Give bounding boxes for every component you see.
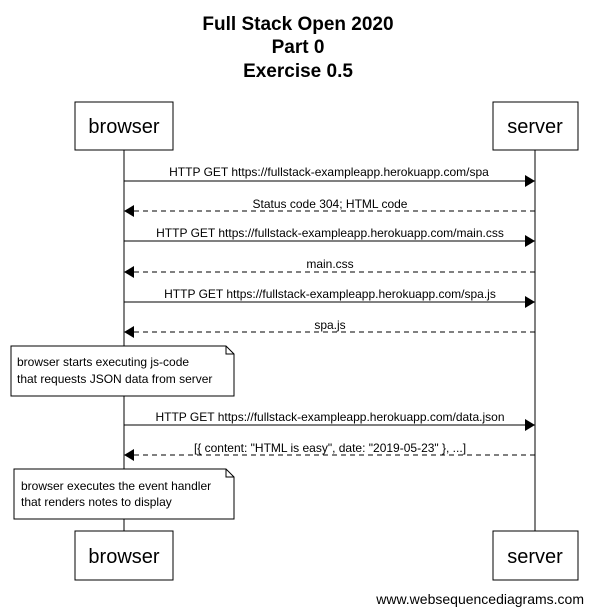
note-2-fold: [225, 469, 234, 478]
server-actor-bottom-box: [492, 530, 579, 581]
browser-actor-top-box: [74, 101, 174, 151]
watermark-link[interactable]: www.websequencediagrams.com: [375, 591, 584, 607]
note-1: browser starts executing js-code that re…: [10, 345, 235, 397]
note-1-line-2: that requests JSON data from server: [17, 372, 212, 386]
note-2: browser executes the event handler that …: [13, 468, 235, 520]
message-1: HTTP GET https://fullstack-exampleapp.he…: [124, 165, 535, 187]
message-5: HTTP GET https://fullstack-exampleapp.he…: [124, 287, 535, 308]
title-line-3: Exercise 0.5: [243, 61, 353, 82]
note-1-fold: [225, 346, 234, 355]
message-8-label: [{ content: "HTML is easy", date: "2019-…: [194, 441, 466, 455]
note-2-box: [13, 468, 235, 520]
browser-actor-bottom: browser: [74, 530, 174, 581]
message-6-label: spa.js: [314, 318, 345, 332]
message-4: main.css: [124, 257, 535, 278]
diagram-title: Full Stack Open 2020 Part 0 Exercise 0.5: [202, 14, 393, 82]
server-actor-top: server: [492, 101, 579, 151]
message-6: spa.js: [124, 318, 535, 338]
browser-actor-bottom-box: [74, 530, 174, 581]
message-7-label: HTTP GET https://fullstack-exampleapp.he…: [155, 410, 504, 424]
server-actor-bottom: server: [492, 530, 579, 581]
message-7: HTTP GET https://fullstack-exampleapp.he…: [124, 410, 535, 431]
message-5-label: HTTP GET https://fullstack-exampleapp.he…: [164, 287, 496, 301]
server-actor-bottom-label: server: [507, 546, 563, 568]
browser-actor-top: browser: [74, 101, 174, 151]
message-3: HTTP GET https://fullstack-exampleapp.he…: [124, 226, 535, 247]
note-1-box: [10, 345, 235, 397]
note-1-line-1: browser starts executing js-code: [17, 355, 189, 369]
message-1-label: HTTP GET https://fullstack-exampleapp.he…: [169, 165, 489, 179]
note-2-line-1: browser executes the event handler: [21, 479, 211, 493]
note-2-line-2: that renders notes to display: [21, 495, 172, 509]
browser-actor-bottom-label: browser: [88, 546, 159, 568]
message-8: [{ content: "HTML is easy", date: "2019-…: [124, 441, 535, 461]
message-2-label: Status code 304; HTML code: [253, 197, 408, 211]
title-line-2: Part 0: [272, 37, 325, 58]
message-4-label: main.css: [306, 257, 353, 271]
server-actor-top-label: server: [507, 116, 563, 138]
message-2: Status code 304; HTML code: [124, 197, 535, 217]
title-line-1: Full Stack Open 2020: [202, 14, 393, 35]
message-3-label: HTTP GET https://fullstack-exampleapp.he…: [156, 226, 504, 240]
browser-actor-top-label: browser: [88, 116, 159, 138]
server-actor-top-box: [492, 101, 579, 151]
